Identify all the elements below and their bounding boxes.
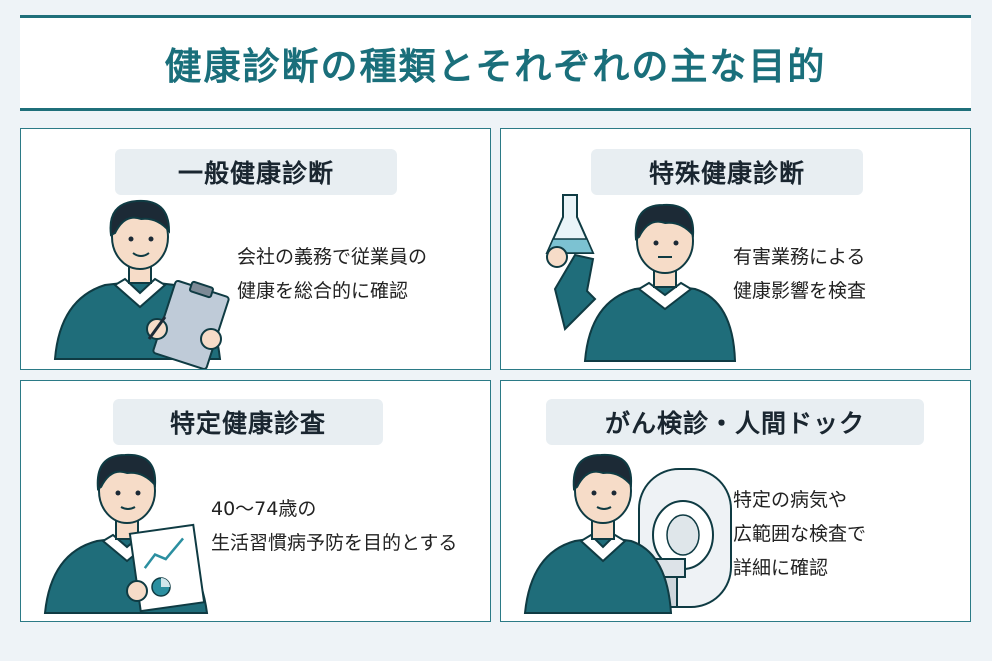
description-line: 健康を総合的に確認 — [237, 280, 409, 302]
title-banner: 健康診断の種類とそれぞれの主な目的 — [20, 15, 971, 111]
person-with-clipboard-illustration — [53, 199, 230, 369]
person-with-mri-illustration — [523, 453, 732, 614]
card-description: 会社の義務で従業員の 健康を総合的に確認 — [237, 240, 427, 308]
description-line: 生活習慣病予防を目的とする — [211, 532, 458, 554]
card-description: 有害業務による 健康影響を検査 — [733, 240, 866, 308]
card-special-checkup: 特殊健康診断 有害業務による 健康影響を検査 — [500, 128, 971, 370]
description-line: 40〜74歳の — [211, 498, 317, 520]
card-label: 特定健康診査 — [113, 399, 383, 445]
description-line: 詳細に確認 — [733, 557, 829, 579]
description-line: 広範囲な検査で — [733, 523, 867, 545]
description-line: 有害業務による — [733, 246, 866, 268]
card-description: 特定の病気や 広範囲な検査で 詳細に確認 — [733, 483, 866, 585]
card-label: がん検診・人間ドック — [546, 399, 924, 445]
page-title: 健康診断の種類とそれぞれの主な目的 — [164, 45, 827, 88]
description-line: 会社の義務で従業員の — [237, 246, 428, 268]
card-description: 40〜74歳の 生活習慣病予防を目的とする — [211, 492, 457, 560]
person-with-report-illustration — [43, 453, 209, 614]
card-specific-checkup: 特定健康診査 40〜74歳の 生活習慣病予防を目的とする — [20, 380, 491, 622]
description-line: 健康影響を検査 — [733, 280, 867, 302]
card-label: 一般健康診断 — [115, 149, 397, 195]
person-with-flask-illustration — [545, 194, 737, 362]
description-line: 特定の病気や — [733, 489, 848, 511]
card-cancer-screening: がん検診・人間ドック 特定の病気や 広範囲な検査で 詳細に確認 — [500, 380, 971, 622]
card-label: 特殊健康診断 — [591, 149, 863, 195]
card-general-checkup: 一般健康診断 会社の義務で従業員の 健康を総合的に確認 — [20, 128, 491, 370]
